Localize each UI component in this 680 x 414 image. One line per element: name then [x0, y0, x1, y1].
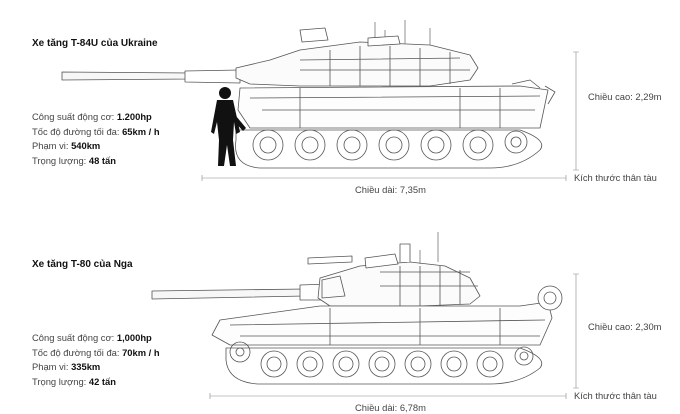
- tank1-length-label: Chiều dài: 7,35m: [355, 184, 426, 195]
- tank2-title: Xe tăng T-80 của Nga: [32, 259, 133, 270]
- soldier-silhouette: [211, 87, 246, 166]
- tank2-spec-weight: Trọng lượng: 42 tấn: [32, 375, 116, 387]
- tank1-spec-engine: Công suất động cơ: 1.200hp: [32, 111, 152, 122]
- t80-dimension-lines: [209, 273, 579, 399]
- tank2-length-label: Chiều dài: 6,78m: [355, 402, 426, 413]
- tank2-spec-speed: Tốc độ đường tối đa: 70km / h: [32, 346, 160, 358]
- tank1-specs: Công suất động cơ: 1.200hp Tốc độ đường …: [32, 110, 160, 168]
- tank1-title: Xe tăng T-84U của Ukraine: [32, 38, 158, 49]
- t80-road-wheels: [229, 341, 534, 378]
- t80-hull: [211, 301, 553, 346]
- t84u-turret: [235, 41, 479, 87]
- t80-gun-barrel: [151, 288, 306, 300]
- t84u-dimension-lines: [201, 51, 579, 181]
- t84u-tank-drawing: [61, 20, 556, 169]
- tank2-hull-size-label: Kích thước thân tàu: [574, 390, 657, 401]
- t84u-road-wheels: [252, 129, 528, 161]
- tank1-spec-weight: Trọng lượng: 48 tấn: [32, 154, 116, 166]
- t84u-gun-barrel: [61, 71, 191, 81]
- tank2-spec-range: Phạm vi: 335km: [32, 361, 101, 373]
- tank2-height-label: Chiều cao: 2,30m: [588, 321, 662, 332]
- tank2-specs: Công suất động cơ: 1,000hp Tốc độ đường …: [32, 331, 160, 389]
- t84u-track: [235, 129, 543, 169]
- tank1-spec-speed: Tốc độ đường tối đa: 65km / h: [32, 125, 160, 137]
- tank2-spec-engine: Công suất động cơ: 1,000hp: [32, 332, 152, 343]
- tank1-hull-size-label: Kích thước thân tàu: [574, 172, 657, 183]
- t84u-hull: [237, 85, 549, 129]
- t80-track: [225, 347, 543, 385]
- t80-tank-drawing: [151, 232, 563, 385]
- tank1-spec-range: Phạm vi: 540km: [32, 140, 101, 152]
- t80-fuel-drum: [537, 285, 563, 311]
- tank1-height-label: Chiều cao: 2,29m: [588, 91, 662, 102]
